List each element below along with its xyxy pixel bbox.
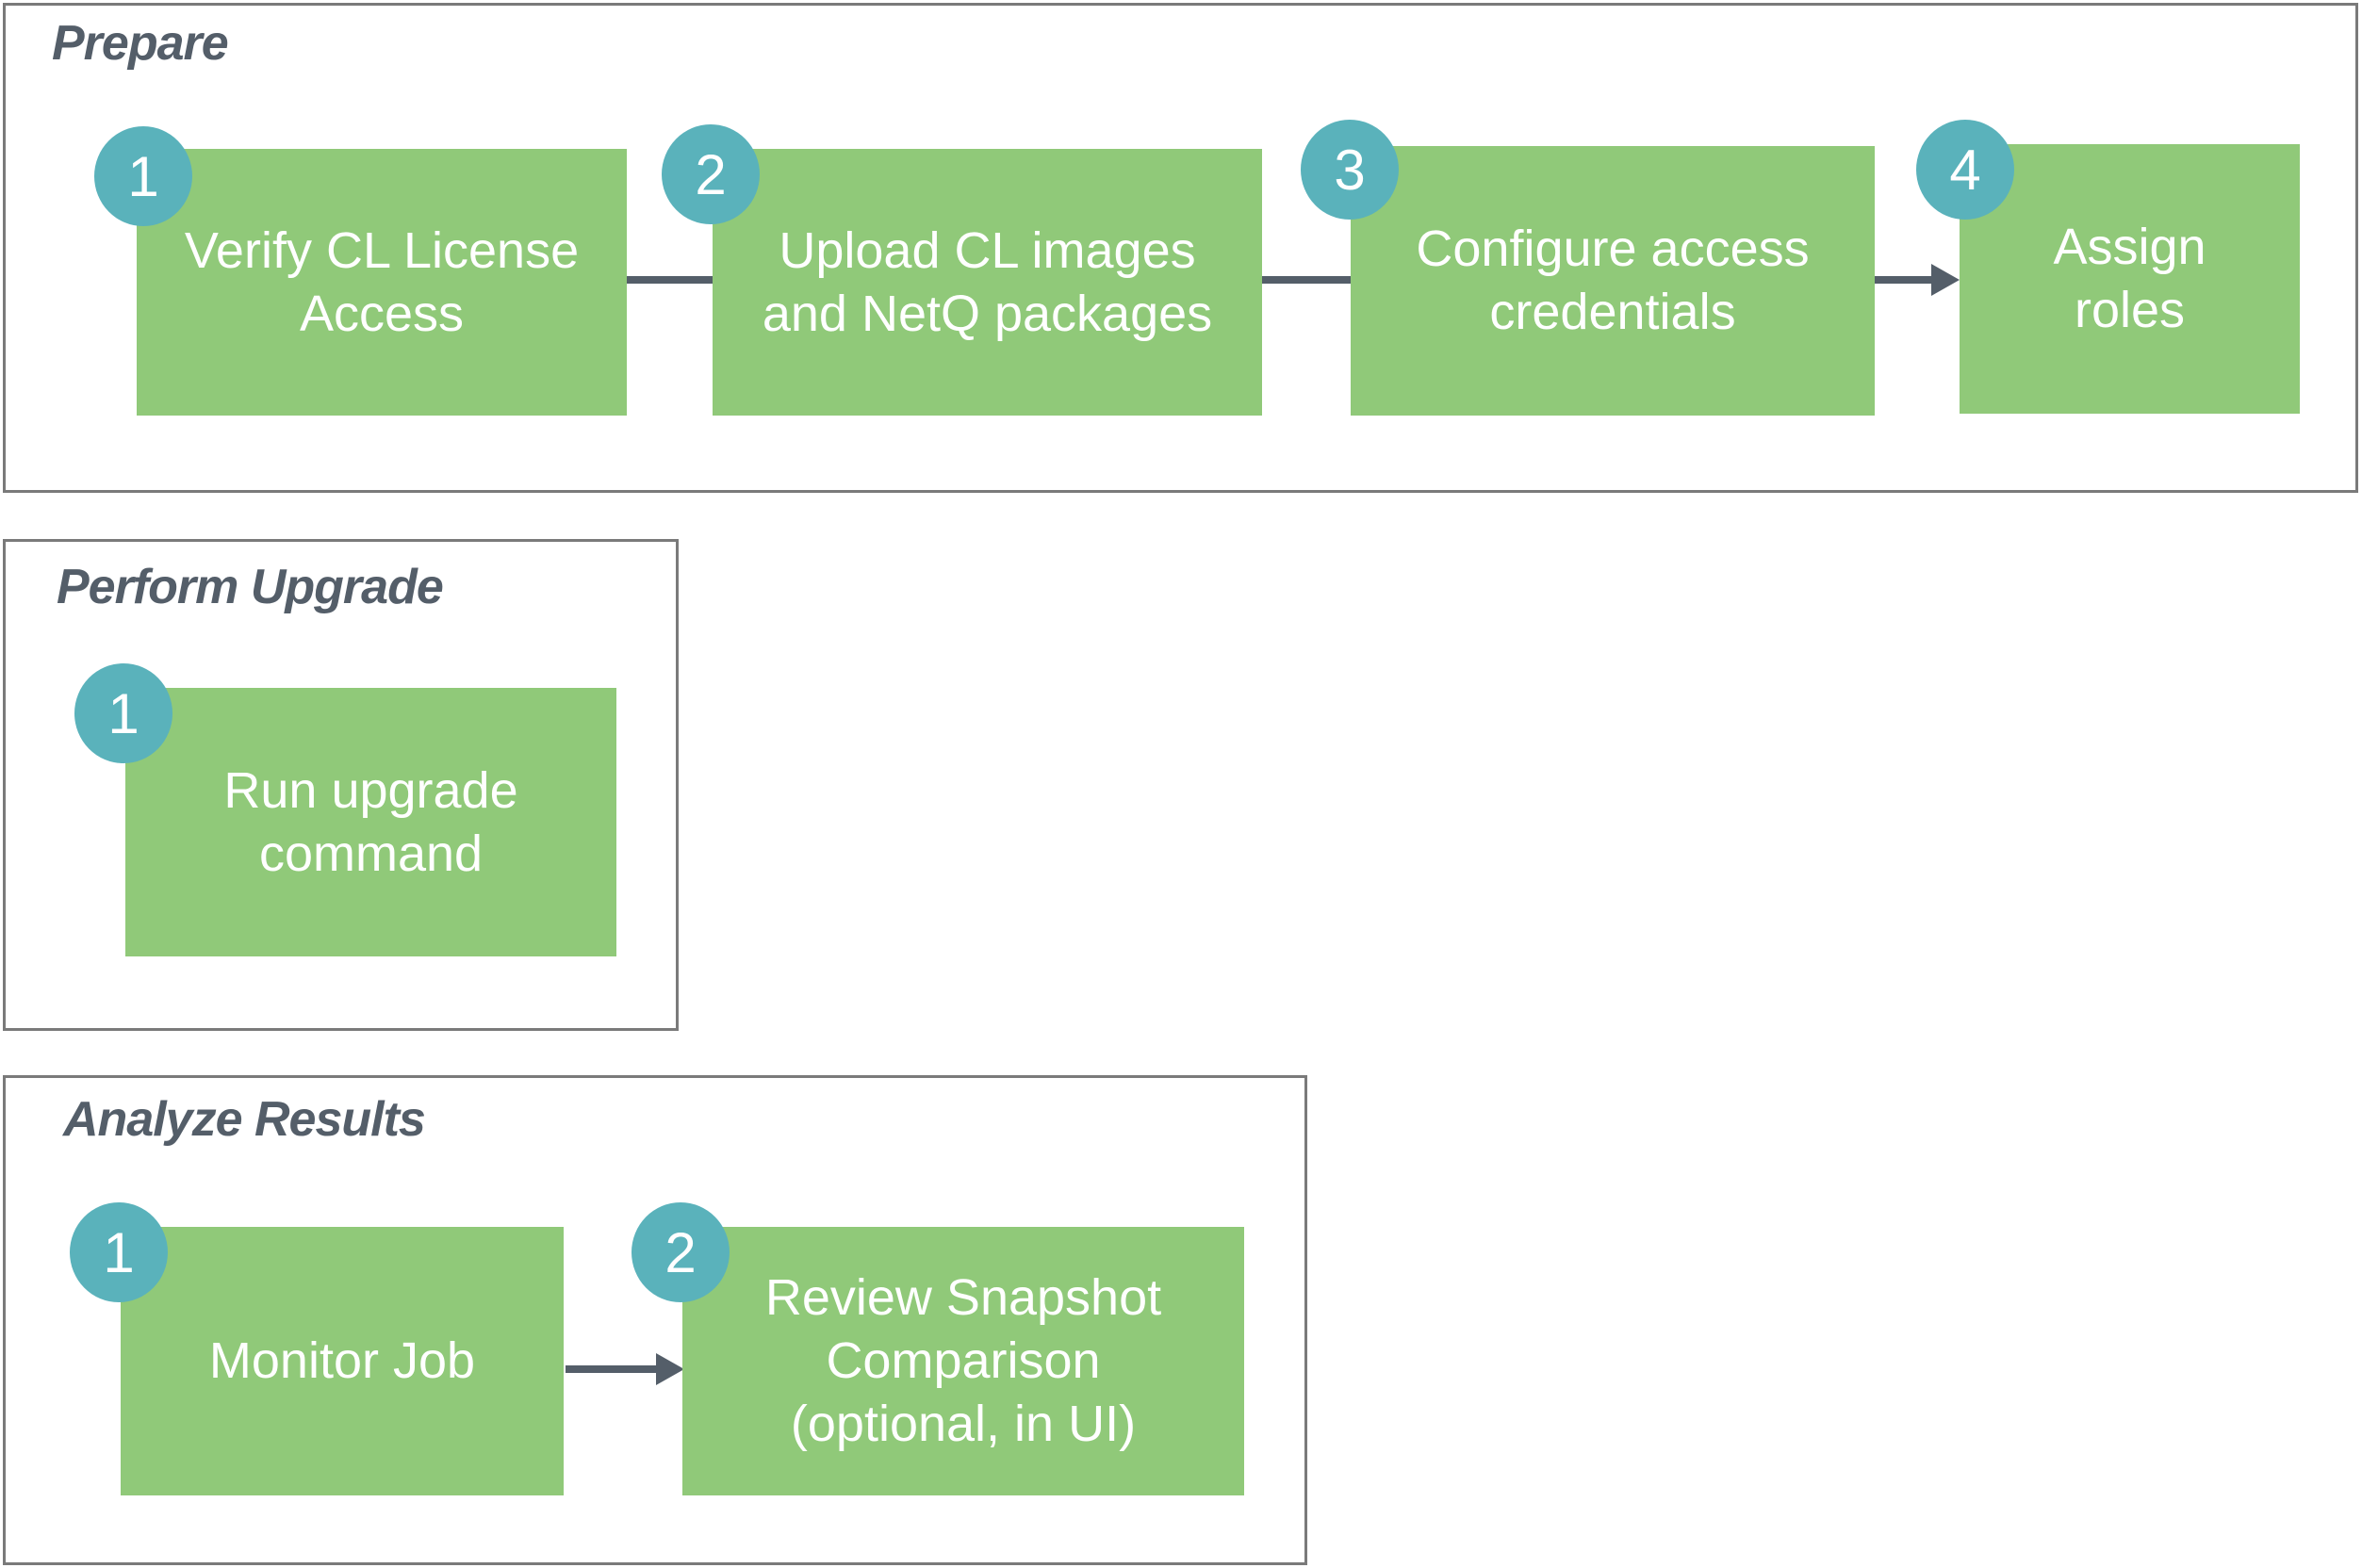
step-label-line: Configure access	[1416, 220, 1810, 277]
connector-prepare-2-3	[1262, 276, 1351, 284]
step-label-line: roles	[2074, 282, 2186, 338]
step-label-line: Monitor Job	[208, 1332, 476, 1389]
step-run-upgrade: Run upgrade command	[125, 688, 616, 956]
step-label-line: Review Snapshot	[764, 1269, 1162, 1326]
step-number-badge: 1	[70, 1202, 168, 1302]
step-monitor-job: Monitor Job	[121, 1227, 564, 1495]
step-label-line: Upload CL images	[779, 221, 1196, 279]
connector-analyze-1-2	[566, 1365, 656, 1373]
step-configure-credentials: Configure access credentials	[1351, 146, 1875, 416]
step-label-line: Verify CL License	[184, 221, 580, 279]
section-title-prepare: Prepare	[52, 16, 229, 71]
step-number-badge: 3	[1301, 120, 1399, 220]
step-number-badge: 1	[74, 663, 172, 763]
section-title-analyze-results: Analyze Results	[63, 1092, 426, 1147]
step-assign-roles: Assign roles	[1960, 144, 2300, 414]
step-number-badge: 2	[662, 124, 760, 224]
step-label-line: Run upgrade	[223, 761, 518, 819]
step-number-badge: 2	[632, 1202, 730, 1302]
arrowhead-icon	[656, 1353, 684, 1385]
step-label-line: and NetQ packages	[762, 285, 1213, 342]
step-number-badge: 4	[1916, 120, 2014, 220]
step-label-line: credentials	[1489, 284, 1736, 340]
step-label-line: command	[258, 825, 484, 882]
step-label-line: (optional, in UI)	[790, 1396, 1137, 1452]
step-upload-images: Upload CL images and NetQ packages	[713, 149, 1262, 416]
step-label-line: Access	[299, 285, 465, 342]
step-label-line: Assign	[2053, 219, 2206, 275]
connector-prepare-3-4	[1875, 276, 1931, 284]
step-label-line: Comparison	[826, 1332, 1101, 1389]
connector-prepare-1-2	[627, 276, 713, 284]
step-number-badge: 1	[94, 126, 192, 226]
arrowhead-icon	[1931, 264, 1960, 296]
section-title-perform-upgrade: Perform Upgrade	[57, 560, 444, 614]
